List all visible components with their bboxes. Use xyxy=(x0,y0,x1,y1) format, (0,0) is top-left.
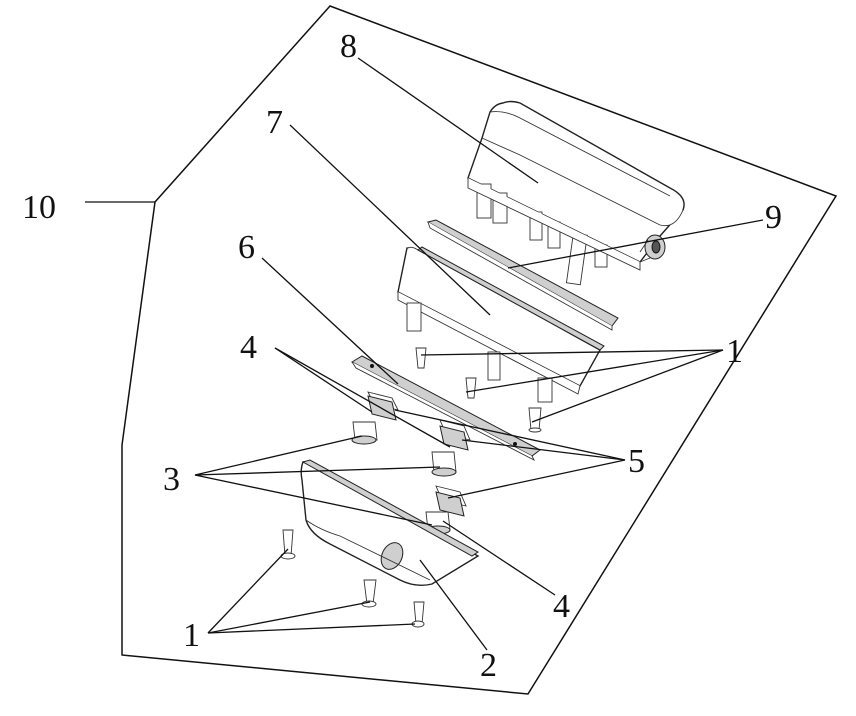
part-5-clips xyxy=(367,391,471,517)
leader-lines xyxy=(85,57,764,651)
label-9: 9 xyxy=(765,199,782,236)
label-4-upper: 4 xyxy=(240,329,257,366)
label-2: 2 xyxy=(480,647,497,684)
label-5: 5 xyxy=(628,443,645,480)
label-3: 3 xyxy=(163,461,180,498)
label-1-lower: 1 xyxy=(183,617,200,654)
label-4-lower: 4 xyxy=(553,588,570,625)
part-1-screws xyxy=(280,529,425,628)
label-10: 10 xyxy=(22,189,56,226)
label-8: 8 xyxy=(340,28,357,65)
part-7-middle-body xyxy=(397,246,605,433)
label-1-right: 1 xyxy=(726,333,743,370)
part-9-gasket xyxy=(426,219,619,331)
part-2-base xyxy=(300,459,480,587)
label-6: 6 xyxy=(238,229,255,266)
label-7: 7 xyxy=(266,104,283,141)
